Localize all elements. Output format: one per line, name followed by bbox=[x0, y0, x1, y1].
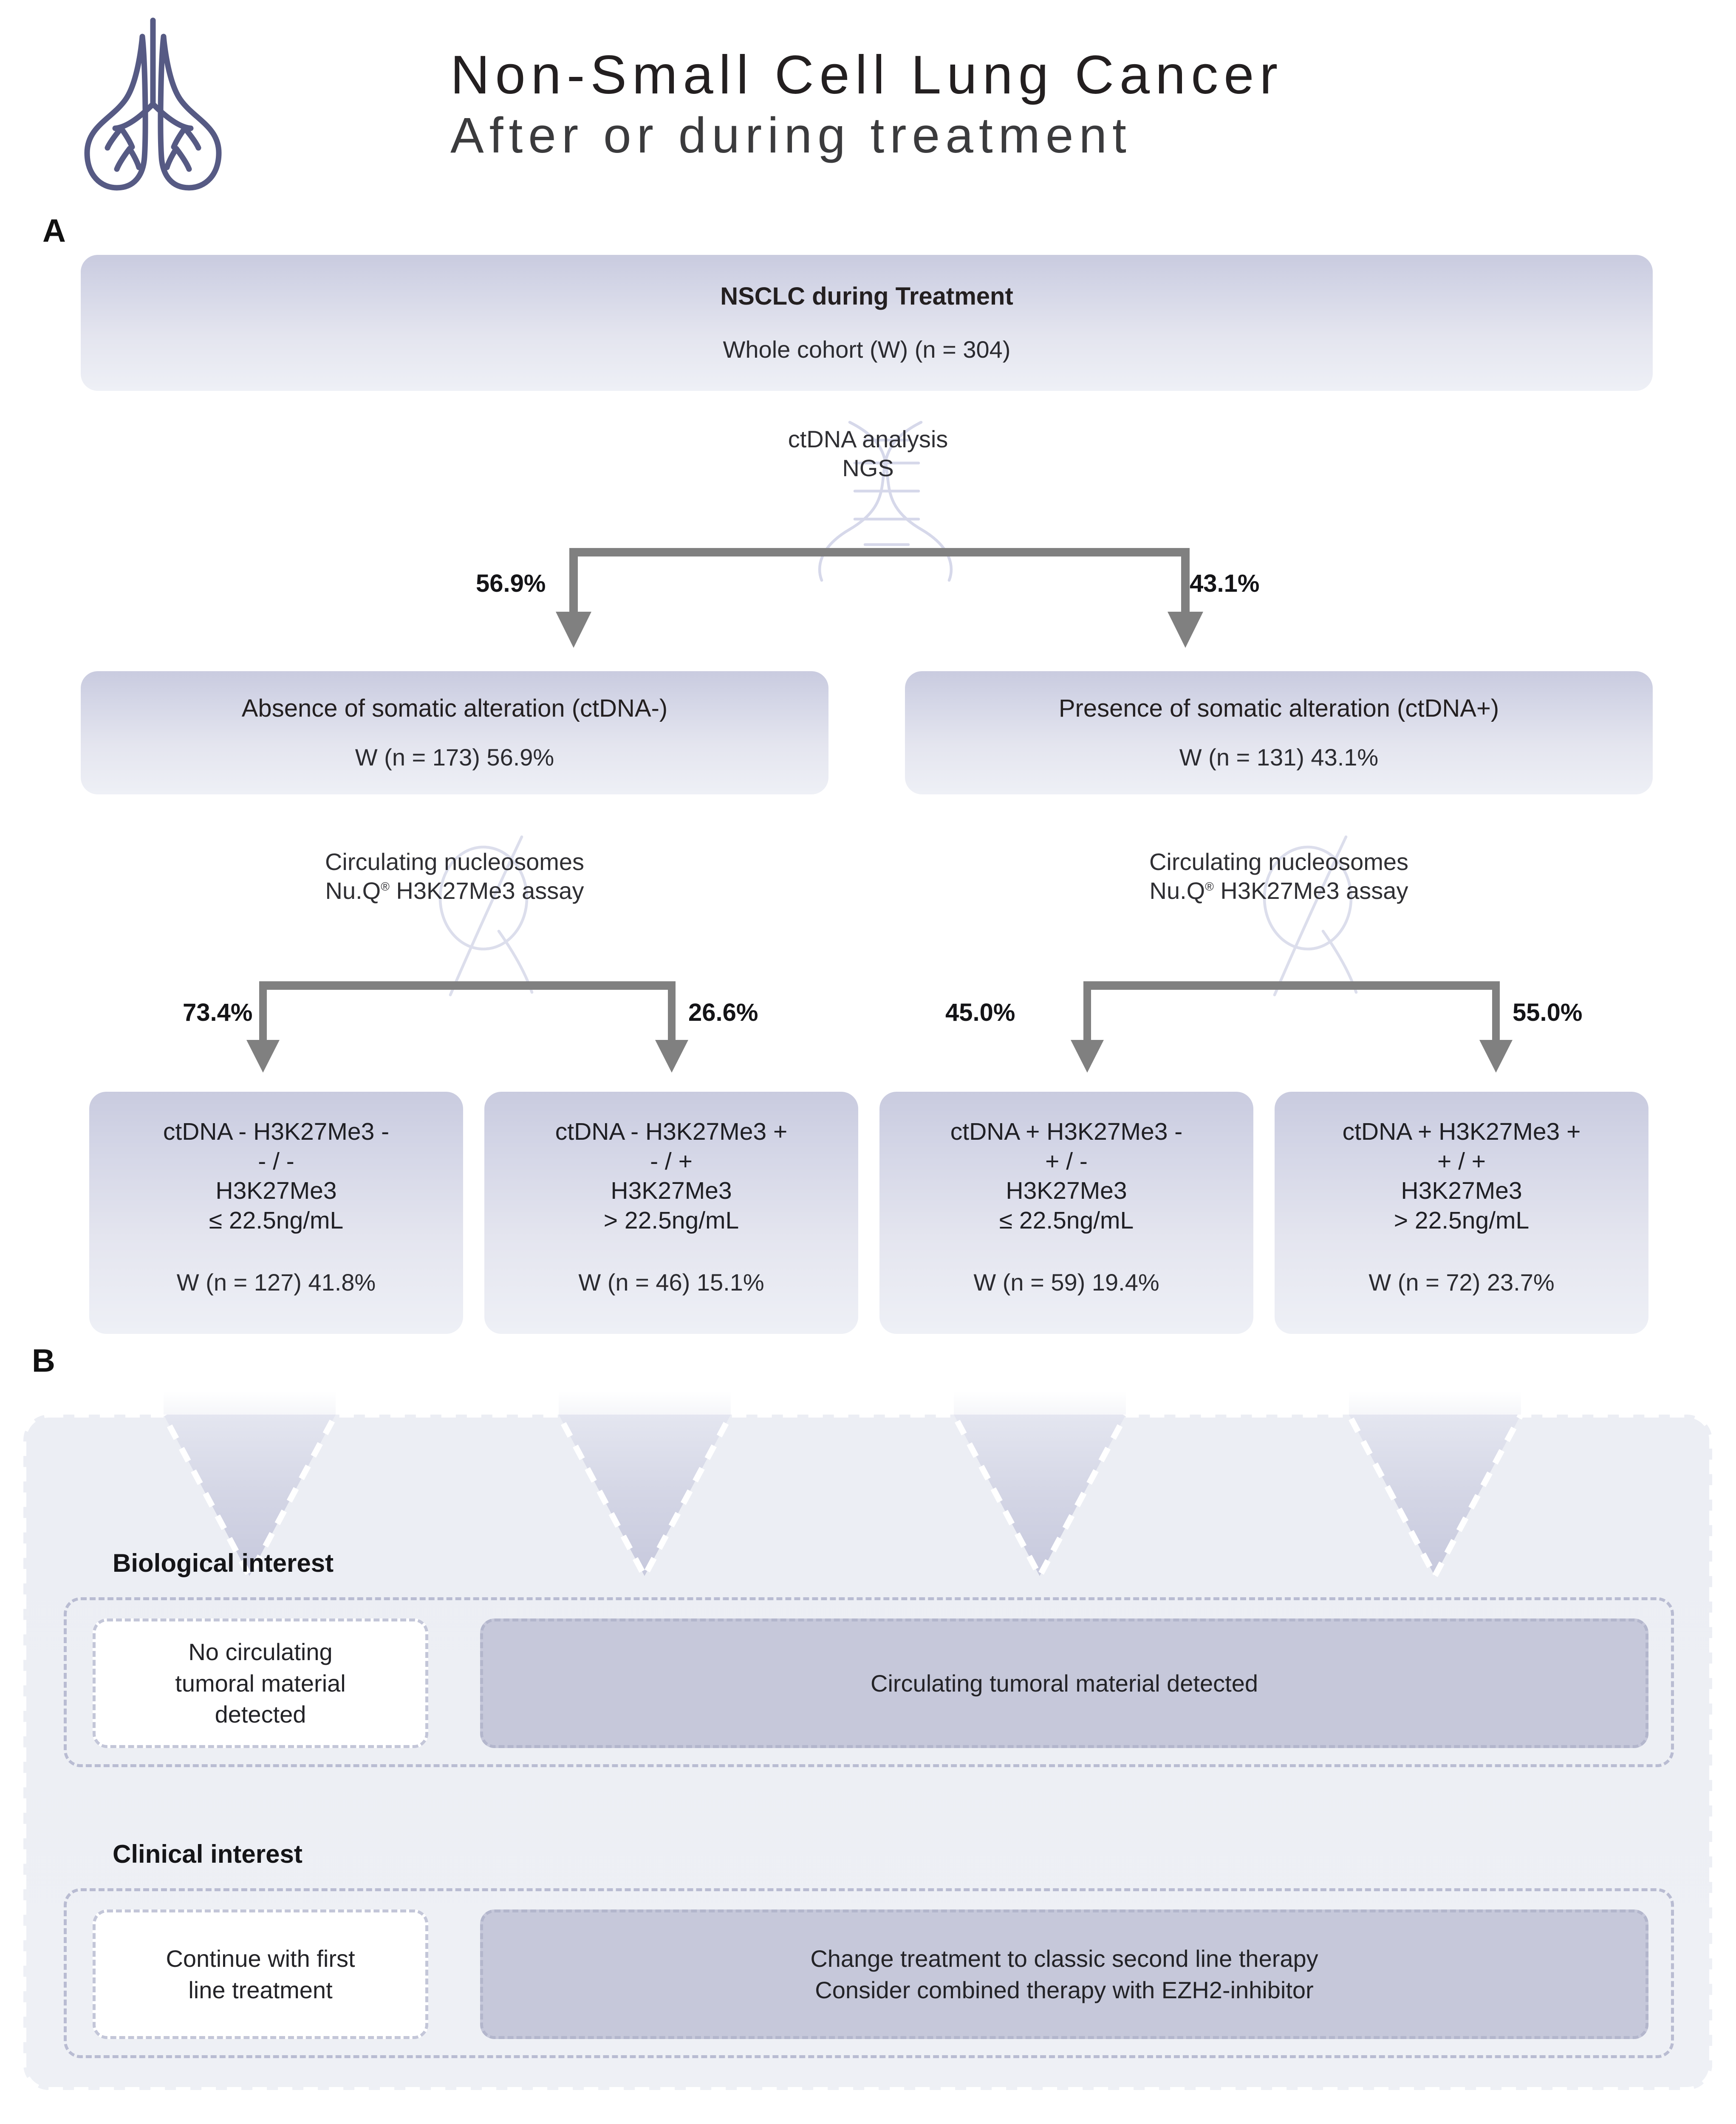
step2-assay-left-line2: Nu.Q® H3K27Me3 assay bbox=[325, 877, 584, 904]
lungs-icon bbox=[74, 13, 232, 195]
biological-right-card: Circulating tumoral material detected bbox=[480, 1618, 1648, 1748]
leaf-1-line2: - / - bbox=[258, 1147, 294, 1175]
pct-level1-left: 56.9% bbox=[476, 570, 546, 597]
step2-assay-right-line1: Circulating nucleosomes bbox=[1149, 848, 1409, 875]
step1-assay-line1: ctDNA analysis bbox=[788, 426, 948, 452]
step1-assay-line2: NGS bbox=[842, 455, 894, 482]
leaf-2-line1: ctDNA - H3K27Me3 + bbox=[555, 1118, 788, 1145]
flow-box-ctdna-negative-subtitle: W (n = 173) 56.9% bbox=[355, 744, 554, 771]
panel-b-letter: B bbox=[32, 1343, 55, 1379]
leaf-2-line4: > 22.5ng/mL bbox=[603, 1206, 739, 1234]
page-subtitle: After or during treatment bbox=[450, 107, 1132, 164]
leaf-3-line1: ctDNA + H3K27Me3 - bbox=[950, 1118, 1183, 1145]
title-block: Non-Small Cell Lung Cancer After or duri… bbox=[450, 45, 1538, 165]
leaf-2-subtitle: W (n = 46) 15.1% bbox=[578, 1269, 764, 1296]
leaf-4-subtitle: W (n = 72) 23.7% bbox=[1368, 1269, 1555, 1296]
clinical-right-card: Change treatment to classic second line … bbox=[480, 1909, 1648, 2039]
clinical-left-card: Continue with first line treatment bbox=[93, 1909, 428, 2039]
leaf-1-line1: ctDNA - H3K27Me3 - bbox=[163, 1118, 390, 1145]
pct-level2-2: 26.6% bbox=[688, 999, 758, 1026]
pct-level1-right: 43.1% bbox=[1190, 570, 1260, 597]
leaf-4-line2: + / + bbox=[1437, 1147, 1486, 1175]
flow-box-ctdna-positive: Presence of somatic alteration (ctDNA+) … bbox=[905, 671, 1653, 794]
leaf-4-line3: H3K27Me3 bbox=[1401, 1177, 1522, 1205]
connector-level2-right bbox=[1071, 981, 1513, 1073]
leaf-3-subtitle: W (n = 59) 19.4% bbox=[973, 1269, 1159, 1296]
leaf-2-line3: H3K27Me3 bbox=[611, 1177, 732, 1205]
leaf-3-line3: H3K27Me3 bbox=[1006, 1177, 1127, 1205]
leaf-1-line3: H3K27Me3 bbox=[215, 1177, 337, 1205]
funnel-triangle-4 bbox=[1349, 1415, 1521, 1576]
pct-level2-4: 55.0% bbox=[1513, 999, 1583, 1026]
connector-level2-left bbox=[246, 981, 688, 1073]
connector-level1 bbox=[556, 548, 1203, 648]
clinical-interest-header: Clinical interest bbox=[113, 1840, 303, 1868]
page-title: Non-Small Cell Lung Cancer bbox=[450, 45, 1284, 105]
step2-assay-left-line1: Circulating nucleosomes bbox=[325, 848, 585, 875]
flow-box-leaf-2: ctDNA - H3K27Me3 + - / + H3K27Me3 > 22.5… bbox=[484, 1092, 858, 1334]
step2-assay-right-line2: Nu.Q® H3K27Me3 assay bbox=[1149, 877, 1408, 904]
biological-interest-header: Biological interest bbox=[113, 1549, 334, 1577]
funnel-triangle-2 bbox=[559, 1415, 731, 1576]
funnel-triangle-1 bbox=[164, 1415, 336, 1576]
flow-box-leaf-3: ctDNA + H3K27Me3 - + / - H3K27Me3 ≤ 22.5… bbox=[879, 1092, 1253, 1334]
flow-box-root-subtitle: Whole cohort (W) (n = 304) bbox=[723, 336, 1011, 363]
leaf-1-line4: ≤ 22.5ng/mL bbox=[209, 1206, 344, 1234]
pct-level2-1: 73.4% bbox=[183, 999, 253, 1026]
leaf-1-subtitle: W (n = 127) 41.8% bbox=[176, 1269, 376, 1296]
biological-interest-group bbox=[64, 1597, 1674, 1767]
flow-box-root: NSCLC during Treatment Whole cohort (W) … bbox=[81, 255, 1653, 391]
pct-level2-3: 45.0% bbox=[945, 999, 1015, 1026]
step2-assay-label-left: Circulating nucleosomes Nu.Q® H3K27Me3 a… bbox=[81, 847, 828, 906]
flow-box-ctdna-negative: Absence of somatic alteration (ctDNA-) W… bbox=[81, 671, 828, 794]
step2-assay-label-right: Circulating nucleosomes Nu.Q® H3K27Me3 a… bbox=[905, 847, 1653, 906]
flow-box-ctdna-negative-title: Absence of somatic alteration (ctDNA-) bbox=[241, 694, 668, 722]
clinical-interest-group bbox=[64, 1888, 1674, 2058]
biological-left-card: No circulating tumoral material detected bbox=[93, 1618, 428, 1748]
flow-box-ctdna-positive-title: Presence of somatic alteration (ctDNA+) bbox=[1058, 694, 1499, 722]
step1-assay-label: ctDNA analysis NGS bbox=[0, 425, 1736, 483]
flow-box-root-title: NSCLC during Treatment bbox=[720, 282, 1013, 310]
flow-box-leaf-1: ctDNA - H3K27Me3 - - / - H3K27Me3 ≤ 22.5… bbox=[89, 1092, 463, 1334]
flow-box-ctdna-positive-subtitle: W (n = 131) 43.1% bbox=[1179, 744, 1379, 771]
flow-box-leaf-4: ctDNA + H3K27Me3 + + / + H3K27Me3 > 22.5… bbox=[1275, 1092, 1648, 1334]
leaf-2-line2: - / + bbox=[650, 1147, 693, 1175]
panel-a-letter: A bbox=[42, 213, 66, 249]
leaf-3-line4: ≤ 22.5ng/mL bbox=[999, 1206, 1134, 1234]
leaf-3-line2: + / - bbox=[1045, 1147, 1088, 1175]
figure-header: Non-Small Cell Lung Cancer After or duri… bbox=[0, 0, 1736, 204]
leaf-4-line4: > 22.5ng/mL bbox=[1394, 1206, 1530, 1234]
funnel-triangle-3 bbox=[954, 1415, 1126, 1576]
leaf-4-line1: ctDNA + H3K27Me3 + bbox=[1342, 1118, 1581, 1145]
